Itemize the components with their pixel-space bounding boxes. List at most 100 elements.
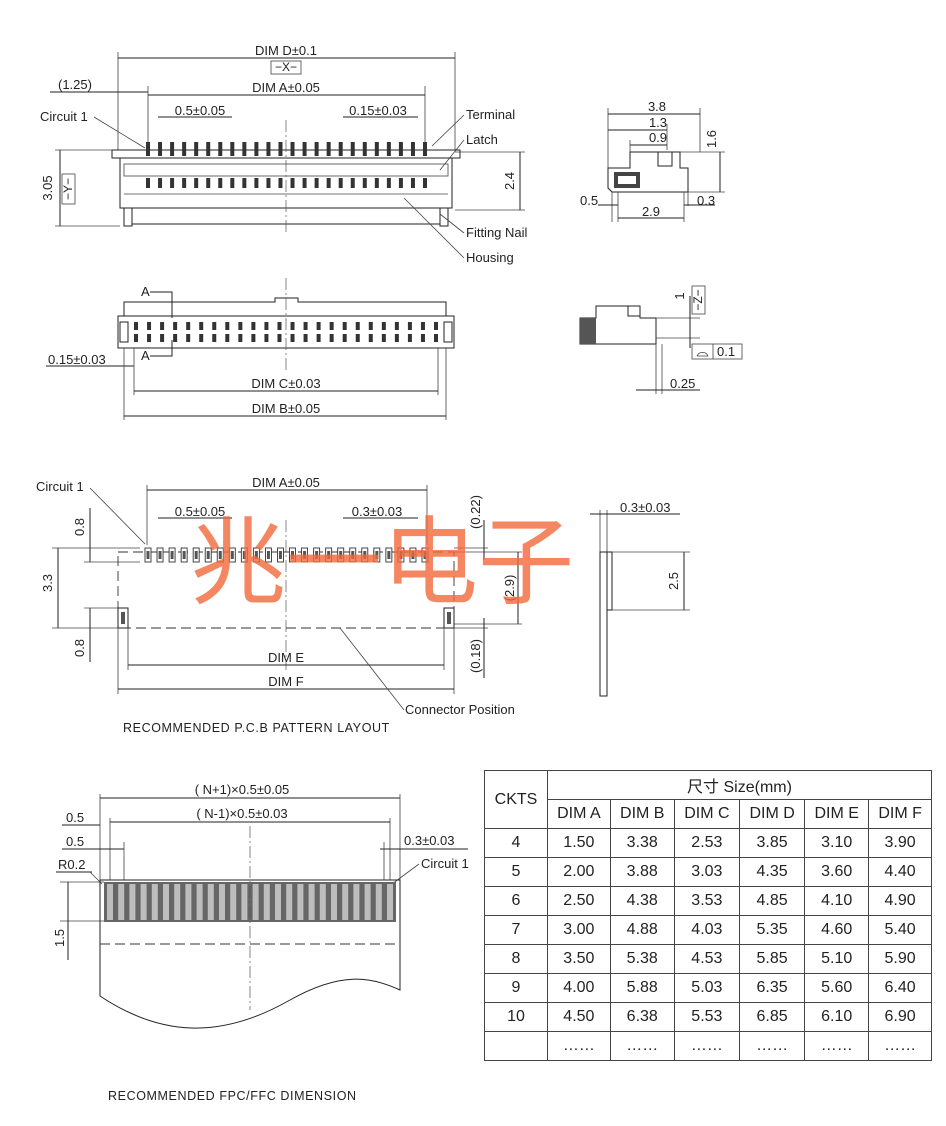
table-cell: 5.60 <box>804 973 870 1003</box>
pin-width-bottom: 0.15±0.03 <box>48 352 106 367</box>
contact-pin-bottom <box>264 334 269 342</box>
contact-pin-top <box>147 322 152 330</box>
pcb-pad-fill <box>254 551 258 559</box>
fpc-trace <box>375 884 382 920</box>
dim-b-label: DIM B±0.05 <box>252 401 321 416</box>
fpc-trace <box>252 884 259 920</box>
fpc-trace <box>185 884 192 920</box>
pcb-d08-bottom: 0.8 <box>72 639 87 657</box>
table-cell: 4.35 <box>738 857 806 887</box>
contact-pin-bottom <box>303 334 308 342</box>
table-row: ……………………………… <box>484 1031 932 1061</box>
table-cell <box>484 1031 548 1061</box>
table-cell: 5.88 <box>609 973 675 1003</box>
table-cell: 4.40 <box>868 857 932 887</box>
fpc-trace <box>230 884 237 920</box>
housing-callout: Housing <box>466 250 514 265</box>
terminal-pin-lower <box>290 178 295 188</box>
table-cell: 4.85 <box>738 886 806 916</box>
contact-pin-bottom <box>368 334 373 342</box>
column-header: DIM F <box>868 799 932 829</box>
contact-pin-bottom <box>342 334 347 342</box>
pcb-d33: 3.3 <box>40 574 55 592</box>
terminal-pin-lower <box>230 178 235 188</box>
pcb-pad-fill <box>182 551 186 559</box>
table-cell: …… <box>804 1031 870 1061</box>
terminal-pin-lower <box>278 178 283 188</box>
pcb-pad-fill <box>206 551 210 559</box>
table-cell: 2.50 <box>547 886 611 916</box>
side-d03: 0.3 <box>697 193 715 208</box>
fpc-span: ( N-1)×0.5±0.03 <box>196 806 287 821</box>
terminal-pin-lower <box>266 178 271 188</box>
column-header: DIM A <box>547 799 611 829</box>
contact-pin-bottom <box>381 334 386 342</box>
side-view-2: 1 −Z− 0.1 0.25 <box>579 285 743 394</box>
contact-pin-bottom <box>277 334 282 342</box>
side-d09: 0.9 <box>649 130 667 145</box>
fpc-trace <box>219 884 225 920</box>
terminal-pin-lower <box>302 178 307 188</box>
contact-pin-top <box>264 322 269 330</box>
pcb-pad-fill <box>339 551 343 559</box>
size-header: 尺寸 Size(mm) <box>547 770 932 800</box>
contact-pin-bottom <box>251 334 256 342</box>
pcb-pad-fill <box>278 551 282 559</box>
connector-position-callout: Connector Position <box>405 702 515 717</box>
contact-pin-top <box>368 322 373 330</box>
terminal-pin-lower <box>194 178 199 188</box>
terminal-pin <box>338 142 343 156</box>
terminal-pin-lower <box>182 178 187 188</box>
fpc-trace <box>275 884 281 920</box>
circuit1-callout: Circuit 1 <box>40 109 88 124</box>
contact-pin-bottom <box>160 334 165 342</box>
side-d29: 2.9 <box>642 204 660 219</box>
fitting-nail-callout: Fitting Nail <box>466 225 528 240</box>
fpc-d15: 1.5 <box>52 929 67 947</box>
height-24: 2.4 <box>502 172 517 190</box>
terminal-pin <box>278 142 283 156</box>
pcb-pad-fill <box>387 551 391 559</box>
fpc-trace <box>387 884 393 920</box>
table-cell: 5.85 <box>738 944 806 974</box>
terminal-pin <box>374 142 379 156</box>
terminal-pin-lower <box>206 178 211 188</box>
pcb-dim-e: DIM E <box>268 650 304 665</box>
terminal-pin <box>206 142 211 156</box>
fpc-caption: RECOMMENDED FPC/FFC DIMENSION <box>108 1089 357 1103</box>
terminal-pin <box>170 142 175 156</box>
table-cell: 5.53 <box>673 1002 740 1032</box>
fpc-trace <box>263 884 270 920</box>
terminal-pin <box>218 142 223 156</box>
pcb-layout: Circuit 1 DIM A±0.05 0.5±0.05 0.3±0.03 0… <box>36 475 690 735</box>
table-cell: 4.60 <box>804 915 870 945</box>
pcb-pad-fill <box>303 551 307 559</box>
column-header: DIM B <box>609 799 675 829</box>
table-cell: 5 <box>484 857 548 887</box>
fpc-trace <box>129 884 136 920</box>
terminal-pin <box>146 142 150 156</box>
fpc-trace <box>163 884 169 920</box>
contact-pin-bottom <box>212 334 217 342</box>
side-d16: 1.6 <box>704 130 719 148</box>
contact-pin-bottom <box>290 334 295 342</box>
pin-width-label: 0.15±0.03 <box>349 103 407 118</box>
contact-pin-top <box>394 322 399 330</box>
fpc-trace <box>308 884 315 920</box>
pcb-caption: RECOMMENDED P.C.B PATTERN LAYOUT <box>123 721 390 735</box>
terminal-callout: Terminal <box>466 107 515 122</box>
bottom-view: A A 0.15±0.03 DIM C±0.03 DIM B±0.05 <box>46 278 455 420</box>
contact-pin-top <box>303 322 308 330</box>
contact-pin-top <box>355 322 360 330</box>
table-cell: 4.03 <box>673 915 740 945</box>
fpc-trace <box>331 884 337 920</box>
pcb-pad-fill <box>194 551 198 559</box>
terminal-pin-lower <box>338 178 343 188</box>
pcb-pitch: 0.5±0.05 <box>175 504 226 519</box>
contact-pin-top <box>199 322 204 330</box>
terminal-pin <box>410 142 415 156</box>
pcb-pad-fill <box>423 551 427 559</box>
table-cell: 5.38 <box>609 944 675 974</box>
